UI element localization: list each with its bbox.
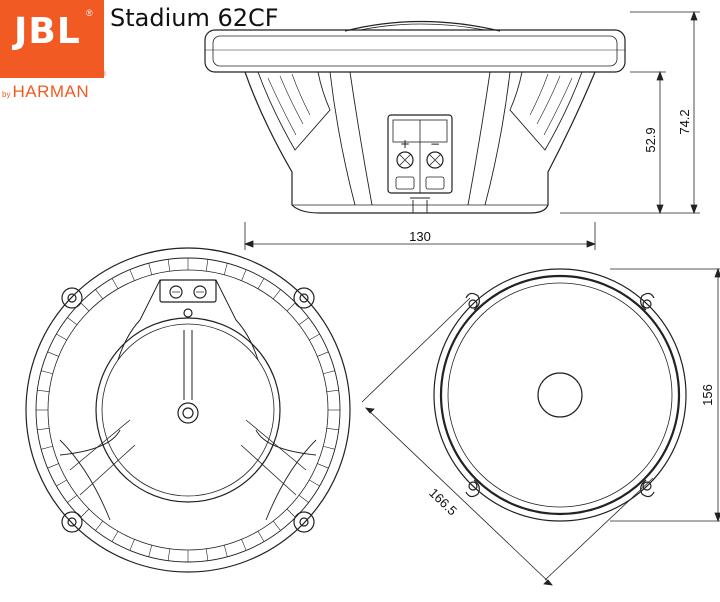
rear-flange-rib	[56, 479, 67, 487]
side-bottom-stud	[410, 197, 430, 213]
dim-outer-diameter: 156	[700, 384, 715, 406]
rear-flange-rib	[223, 545, 228, 557]
dim-basket-width: 130	[409, 229, 431, 244]
side-mounting-flange	[204, 29, 626, 73]
rear-view	[25, 247, 351, 573]
harman-registered-mark: ®	[101, 71, 107, 78]
front-dimension-lines	[361, 267, 720, 586]
jbl-logo-text: JBL	[14, 11, 81, 52]
rear-flange-rib	[241, 539, 247, 551]
front-view: 156 166.5	[361, 267, 720, 586]
byline-prefix: by	[2, 90, 11, 99]
rear-flange-rib	[167, 259, 171, 272]
rear-flange-rib	[272, 289, 281, 300]
rear-flange-rib	[326, 427, 339, 431]
rear-flange-rib	[257, 531, 265, 542]
rear-magnet-outer	[95, 317, 281, 503]
rear-flange-rib	[129, 269, 135, 281]
rear-flange-rib	[223, 263, 228, 275]
rear-flange-rib	[309, 333, 320, 341]
rear-flange-rib	[47, 351, 59, 357]
rear-flange-rib	[148, 545, 153, 557]
rear-flange-rib	[41, 370, 53, 375]
rear-flange-rib	[80, 508, 90, 518]
rear-flange-rib	[80, 302, 90, 312]
rear-outer-ring	[25, 247, 351, 573]
front-outer-frame	[433, 268, 687, 522]
jbl-logo: JBL ®	[0, 0, 104, 78]
side-grille-dome	[344, 20, 501, 32]
rear-flange-rib	[298, 494, 309, 503]
rear-flange-rib	[67, 317, 78, 326]
rear-flange-rib	[241, 269, 247, 281]
rear-flange-rib	[148, 263, 153, 275]
side-view: + − 130 52.9 74.2	[204, 10, 700, 250]
side-right-window	[509, 71, 583, 151]
rear-flange-rib	[95, 289, 104, 300]
logo-registered-mark: ®	[86, 8, 93, 18]
rear-flange-rib	[298, 317, 309, 326]
product-title: Stadium 62CF	[110, 4, 279, 32]
rear-vent-plug	[177, 402, 199, 424]
negative-terminal-icon	[426, 151, 444, 169]
negative-terminal-label: −	[430, 137, 440, 151]
rear-flange-rib	[286, 302, 296, 312]
rear-flange-rib	[37, 389, 50, 393]
rear-flange-rib	[205, 259, 209, 272]
rear-flange-rib	[41, 445, 53, 450]
byline-company: HARMAN	[12, 82, 90, 101]
rear-mounting-tabs	[61, 287, 315, 533]
dim-mount-depth: 52.9	[643, 127, 658, 152]
rear-terminal-housing	[139, 279, 259, 361]
side-basket	[244, 71, 596, 214]
rear-flange-rib	[111, 278, 119, 289]
positive-terminal-icon	[396, 151, 414, 169]
dim-diagonal-width: 166.5	[426, 485, 460, 518]
harman-byline: by HARMAN	[2, 82, 89, 102]
rear-flange-rib	[317, 463, 329, 469]
rear-flange-rib	[309, 479, 320, 487]
side-dimension-lines	[243, 10, 700, 250]
rear-flange-rib	[286, 508, 296, 518]
rear-flange-rib	[111, 531, 119, 542]
rear-flange-rib	[167, 548, 171, 561]
rear-flange-rib	[257, 278, 265, 289]
rear-flange-rib	[95, 520, 104, 531]
rear-flange-rib	[317, 351, 329, 357]
front-mounting-tabs	[465, 292, 655, 498]
rear-flange-rib	[323, 370, 335, 375]
rear-flange-rib	[129, 539, 135, 551]
rear-flange-rib	[67, 494, 78, 503]
rear-flange-rib	[205, 548, 209, 561]
rear-flange-rib	[323, 445, 335, 450]
rear-flange-rib	[47, 463, 59, 469]
rear-flange-rib	[326, 389, 339, 393]
positive-terminal-label: +	[400, 137, 410, 151]
dim-total-depth: 74.2	[677, 109, 692, 134]
rear-flange-rib	[37, 427, 50, 431]
rear-flange-rib	[272, 520, 281, 531]
side-left-window	[257, 71, 331, 151]
rear-flange-rib	[56, 333, 67, 341]
